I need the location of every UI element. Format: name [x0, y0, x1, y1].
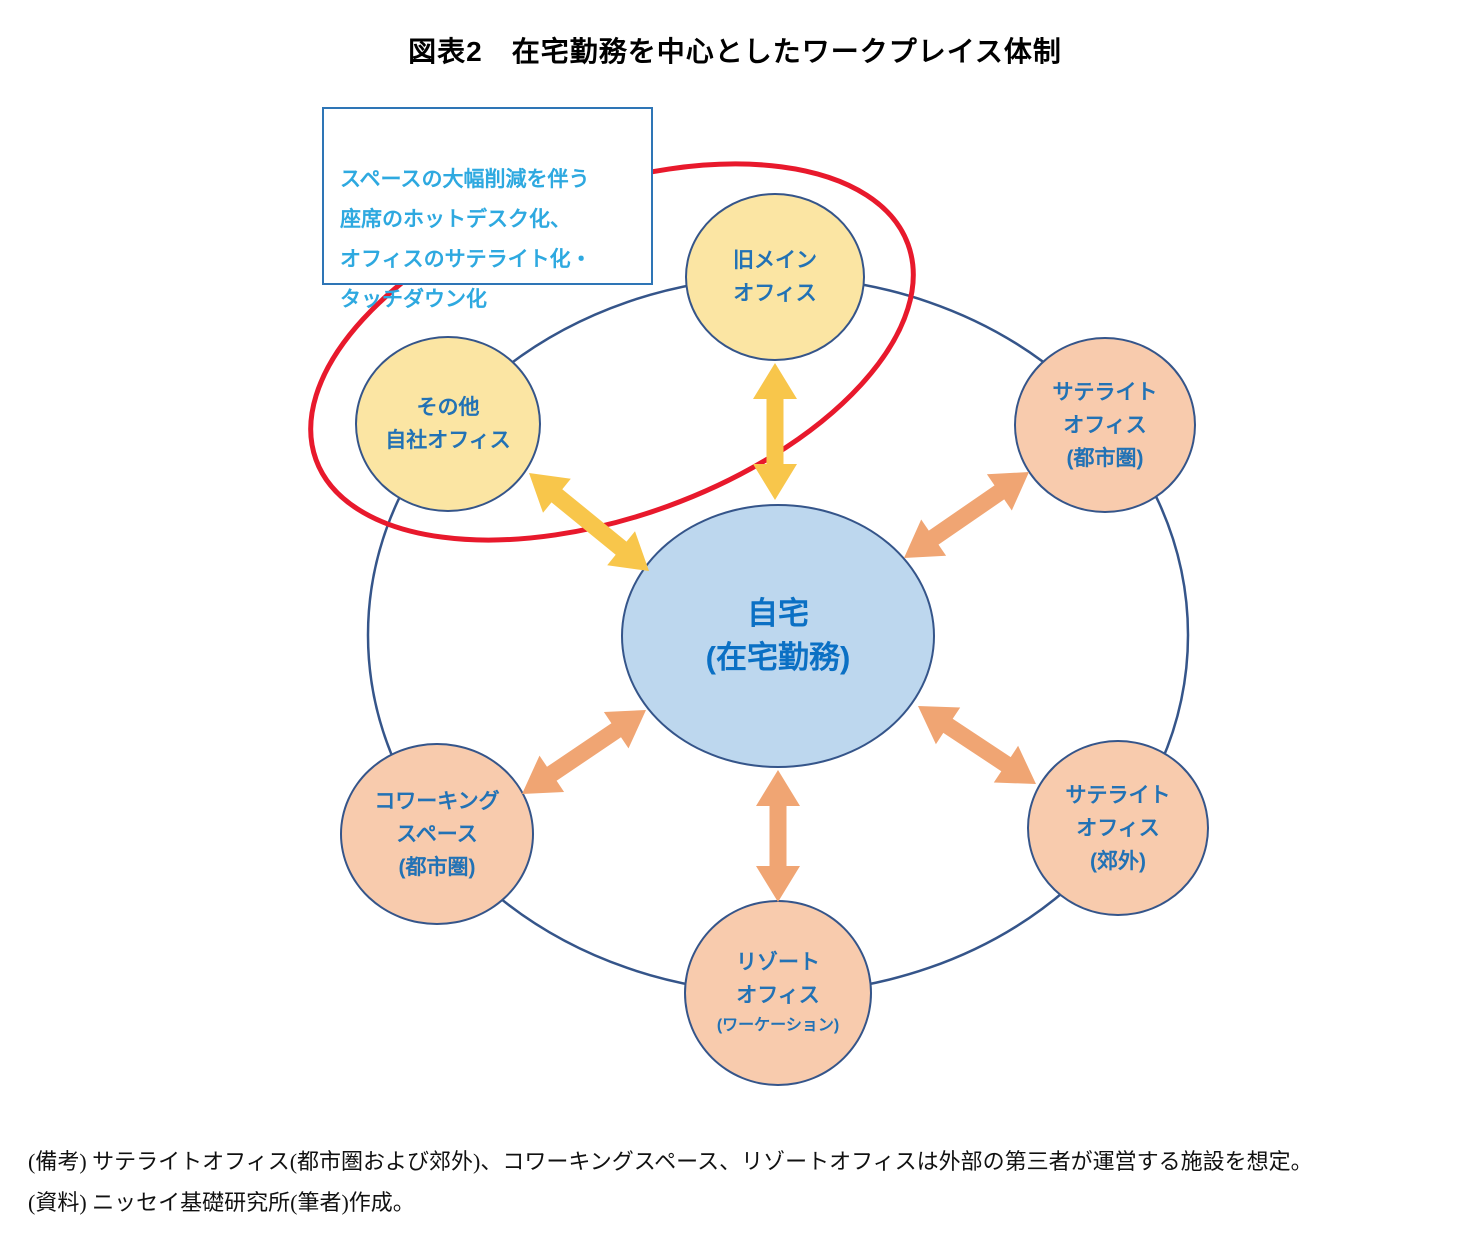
note-source: (資料) ニッセイ基礎研究所(筆者)作成。 [28, 1190, 415, 1215]
figure-notes: (備考) サテライトオフィス(都市圏および郊外)、コワーキングスペース、リゾート… [28, 1141, 1458, 1223]
annotation-box: スペースの大幅削減を伴う 座席のホットデスク化、 オフィスのサテライト化・ タッ… [322, 107, 653, 311]
node-resort-office-label-line: リゾート [736, 951, 820, 974]
node-coworking-space-label-line: スペース [396, 822, 478, 846]
annotation-text: スペースの大幅削減を伴う 座席のホットデスク化、 オフィスのサテライト化・ タッ… [340, 168, 592, 311]
node-satellite-office-urban-label-line: サテライト [1052, 380, 1158, 404]
node-satellite-office-suburban-label-line: (郊外) [1090, 849, 1146, 873]
node-other-own-office-label-line: その他 [416, 396, 480, 419]
node-other-own-office: その他自社オフィス [355, 336, 541, 512]
node-coworking-space-label-line: コワーキング [374, 789, 500, 813]
node-satellite-office-suburban-label-line: オフィス [1076, 816, 1160, 840]
node-coworking-space: コワーキングスペース (都市圏) [340, 743, 534, 925]
node-coworking-space-label-line: (都市圏) [398, 855, 476, 879]
node-old-main-office: 旧メインオフィス [685, 193, 865, 361]
node-home-label-line: 自宅 [747, 596, 809, 631]
node-satellite-office-urban: サテライトオフィス (都市圏) [1014, 337, 1196, 513]
node-home: 自宅 (在宅勤務) [621, 504, 935, 768]
node-satellite-office-urban-label-line: (都市圏) [1066, 446, 1144, 470]
node-old-main-office-label-line: 旧メイン [733, 249, 817, 272]
note-remarks: (備考) サテライトオフィス(都市圏および郊外)、コワーキングスペース、リゾート… [28, 1149, 1313, 1174]
node-other-own-office-label-line: 自社オフィス [385, 429, 511, 452]
node-satellite-office-suburban: サテライトオフィス (郊外) [1027, 740, 1209, 916]
node-resort-office-label-line: (ワーケーション) [716, 1017, 840, 1034]
node-resort-office: リゾートオフィス (ワーケーション) [684, 900, 872, 1086]
node-satellite-office-suburban-label-line: サテライト [1065, 783, 1171, 807]
node-old-main-office-label-line: オフィス [733, 282, 817, 305]
figure-title: 図表2 在宅勤務を中心としたワークプレイス体制 [408, 36, 1062, 67]
node-satellite-office-urban-label-line: オフィス [1063, 413, 1147, 437]
node-resort-office-label-line: オフィス [736, 984, 820, 1007]
node-home-label-line: (在宅勤務) [705, 640, 851, 675]
